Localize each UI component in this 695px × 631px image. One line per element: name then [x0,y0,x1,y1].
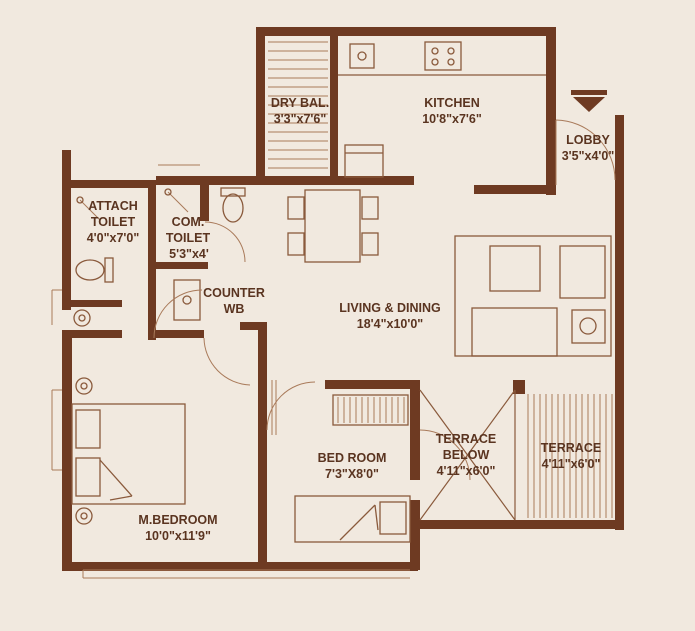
bed-room-bed-icon [294,495,411,543]
counter-wb-name-2: WB [224,302,245,316]
terrace-below-size: 4'11"x6'0" [437,464,496,478]
room-labels: DRY BAL. 3'3"x7'6" KITCHEN 10'8"x7'6" LO… [87,96,615,543]
attach-toilet-size: 4'0"x7'0" [87,231,140,245]
shower-icon [76,188,189,221]
kitchen-size: 10'8"x7'6" [422,112,482,126]
com-toilet-name-2: TOILET [166,231,211,245]
terrace-name: TERRACE [541,441,601,455]
living-dining-size: 18'4"x10'0" [357,317,424,331]
terrace-below-name-1: TERRACE [436,432,496,446]
lobby-name: LOBBY [566,133,610,147]
doors [153,119,616,481]
kitchen-counter [338,43,546,76]
bed-room-name: BED ROOM [318,451,387,465]
counter-wb-name-1: COUNTER [203,286,265,300]
attach-toilet-name-1: ATTACH [88,199,138,213]
terrace-size: 4'11"x6'0" [542,457,601,471]
terrace-hatch [527,394,613,518]
m-bedroom-size: 10'0"x11'9" [145,529,211,543]
entrance-arrow-icon [571,90,607,112]
dry-bal-size: 3'3"x7'6" [274,112,327,126]
bed-room-size: 7'3"X8'0" [325,467,379,481]
washing-machine-icon [344,144,384,178]
com-toilet-size: 5'3"x4' [169,247,209,261]
terrace-below-name-2: BELOW [443,448,490,462]
attach-toilet-name-2: TOILET [91,215,136,229]
stove-icon [424,41,462,71]
com-toilet-name-1: COM. [172,215,205,229]
dry-bal-name: DRY BAL. [271,96,329,110]
dining-table-icon [287,189,379,263]
m-bedroom-name: M.BEDROOM [138,513,217,527]
basin-icon [73,279,201,327]
bed-icon [71,377,186,525]
kitchen-name: KITCHEN [424,96,480,110]
living-dining-name: LIVING & DINING [339,301,440,315]
wc-icon [75,187,246,283]
walls [62,27,624,571]
lobby-size: 3'5"x4'0" [562,149,615,163]
dry-balcony-hatch [268,41,328,169]
windows [51,164,410,579]
wardrobe-icon [332,394,409,426]
terrace-below-cross [419,389,516,521]
sofa-icon [454,235,612,357]
